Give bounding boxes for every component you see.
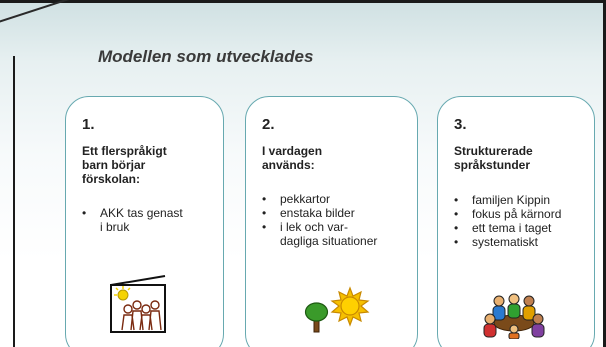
slide-right-border [603,0,606,347]
card-heading-line: I vardagen [262,144,323,158]
card-heading-line: barn börjar [82,158,146,172]
card-heading-line: används: [262,158,315,172]
group-circle-icon [483,293,545,344]
list-item-line: pekkartor [280,192,331,206]
bullet-icon: • [454,221,459,235]
card-heading-line: Strukturerade [454,144,533,158]
bullet-icon: • [454,193,459,207]
list-item-line: dagliga situationer [280,234,378,248]
list-item-line: fokus på kärnord [472,207,562,221]
bullet-icon: • [262,206,267,220]
list-item-line: i lek och var- [280,220,349,234]
sun-and-tree-icon [304,286,374,339]
slide-title: Modellen som utvecklades [98,47,314,66]
bullet-icon: • [454,207,459,221]
list-item-line: systematiskt [472,235,539,249]
card-heading: Strukturerade språkstunder [454,144,586,172]
card-step-3: 3. Strukturerade språkstunder • familjen… [437,96,595,347]
card-list: • pekkartor • enstaka bilder • i lek och… [262,192,409,248]
list-item-line: ett tema i taget [472,221,552,235]
list-item-line: enstaka bilder [280,206,355,220]
slide-top-border [0,0,606,3]
card-step-1: 1. Ett flerspråkigt barn börjar förskola… [65,96,224,347]
list-item: • ett tema i taget [454,221,586,235]
bullet-icon: • [454,235,459,249]
card-number: 1. [82,116,95,133]
family-house-sun-icon [110,275,166,338]
card-heading: I vardagen används: [262,144,409,172]
bullet-icon: • [82,206,87,220]
card-number: 2. [262,116,275,133]
card-list: • AKK tas genast i bruk [82,206,215,234]
bullet-icon: • [262,192,267,206]
card-heading-line: språkstunder [454,158,531,172]
list-item-line: AKK tas genast [100,206,183,220]
list-item: • familjen Kippin [454,193,586,207]
list-item: • AKK tas genast i bruk [82,206,215,234]
list-item: • systematiskt [454,235,586,249]
list-item: • fokus på kärnord [454,207,586,221]
list-item-line: i bruk [100,220,130,234]
bullet-icon: • [262,220,267,234]
corner-decoration [0,0,131,43]
list-item: • pekkartor [262,192,409,206]
card-number: 3. [454,116,467,133]
card-heading-line: förskolan: [82,172,141,186]
card-list: • familjen Kippin • fokus på kärnord • e… [454,193,586,249]
card-step-2: 2. I vardagen används: • pekkartor • ens… [245,96,418,347]
list-item: • i lek och var- dagliga situationer [262,220,409,248]
list-item-line: familjen Kippin [472,193,551,207]
list-item: • enstaka bilder [262,206,409,220]
card-heading-line: Ett flerspråkigt [82,144,167,158]
card-heading: Ett flerspråkigt barn börjar förskolan: [82,144,215,186]
slide-left-border [13,56,15,347]
